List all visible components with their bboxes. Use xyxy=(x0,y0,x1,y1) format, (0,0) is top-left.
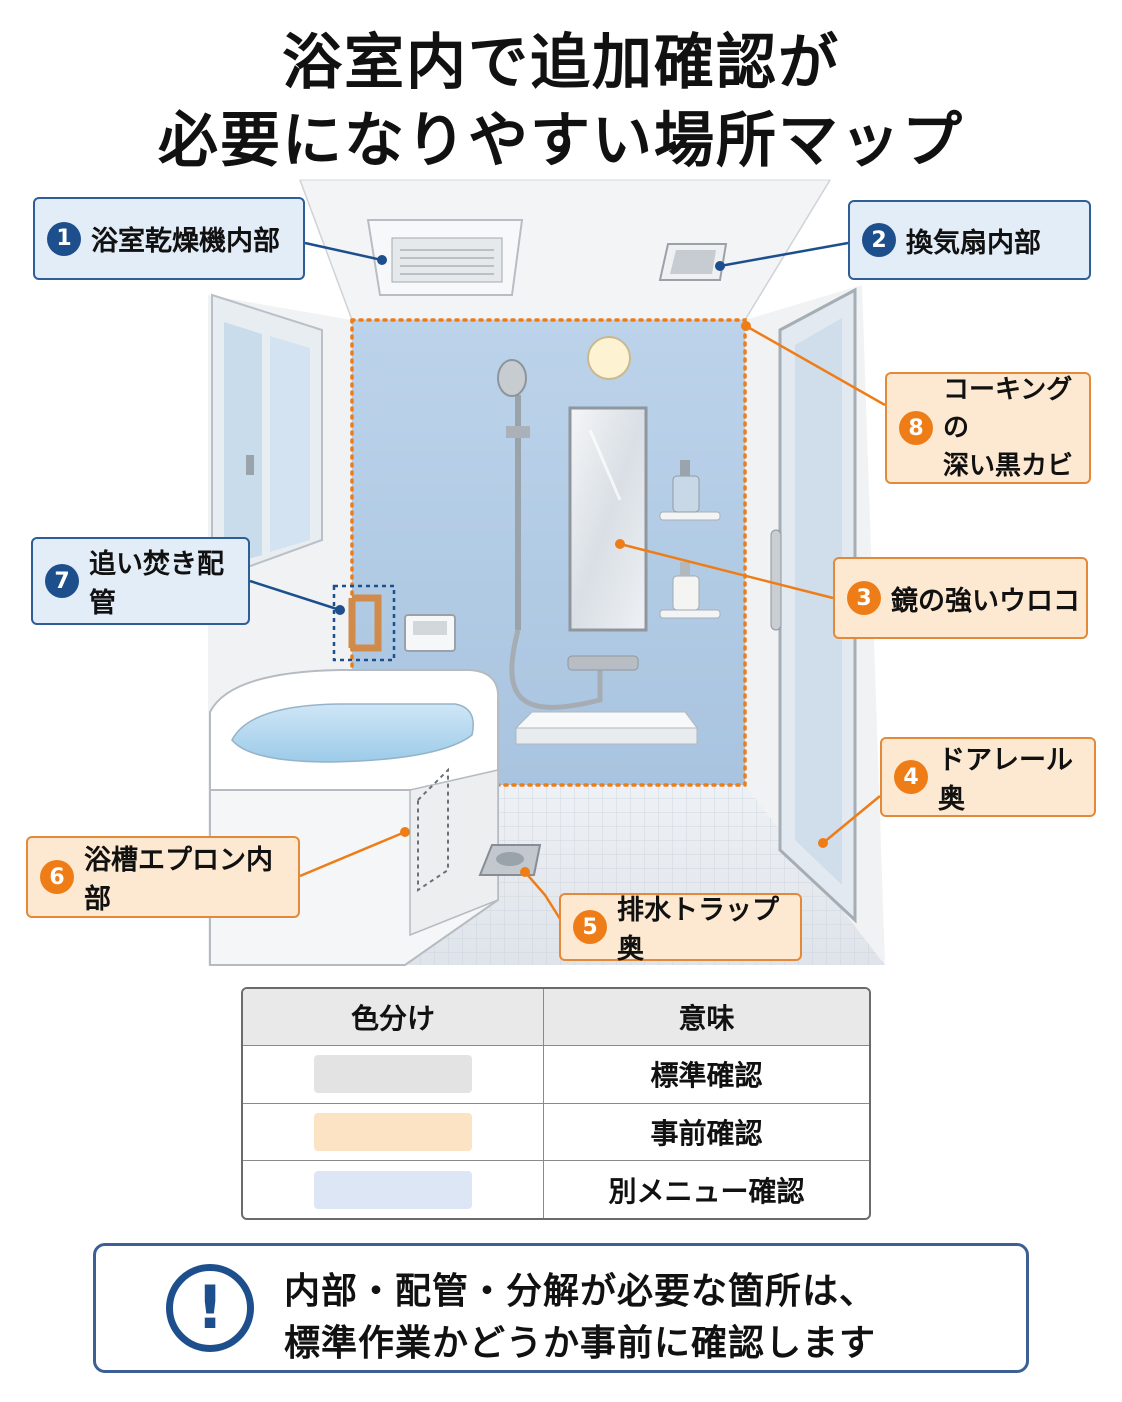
page-title-line2: 必要になりやすい場所マップ xyxy=(158,106,964,176)
swatch-standard xyxy=(314,1055,472,1094)
callout-label: 浴室乾燥機内部 xyxy=(91,226,280,257)
bathtub xyxy=(209,669,500,966)
bench xyxy=(514,711,698,745)
callout-reheat-pipe: 7 追い焚き配管 xyxy=(31,537,250,625)
legend-meaning: 別メニュー確認 xyxy=(543,1160,869,1218)
legend-header-row: 色分け 意味 xyxy=(243,989,869,1046)
legend-meaning: 事前確認 xyxy=(543,1102,869,1162)
callout-door-rail: 4 ドアレール奥 xyxy=(880,737,1096,817)
callout-label: 換気扇内部 xyxy=(906,227,1041,259)
bathroom-illustration xyxy=(208,179,886,966)
bath-dryer xyxy=(366,219,524,296)
number-badge-6: 6 xyxy=(40,860,74,894)
number-badge-1: 1 xyxy=(47,221,81,256)
shelves xyxy=(659,460,721,619)
notice-line1: 内部・配管・分解が必要な箇所は、 xyxy=(284,1271,877,1312)
number-badge-8: 8 xyxy=(899,411,933,445)
legend-meaning: 標準確認 xyxy=(543,1045,869,1104)
callout-ventilation-fan: 2 換気扇内部 xyxy=(848,200,1091,280)
notice-line2: 標準作業かどうか事前に確認します xyxy=(284,1323,877,1364)
callout-label: 排水トラップ奥 xyxy=(617,895,779,965)
legend-row: 標準確認 xyxy=(243,1045,869,1104)
water-heater-controller xyxy=(404,614,456,652)
callout-label: 鏡の強いウロコ xyxy=(891,585,1080,617)
mirror xyxy=(568,406,648,632)
leader-lines xyxy=(249,241,886,923)
callout-caulking-mold: 8 コーキングの 深い黒カビ xyxy=(885,372,1091,484)
window xyxy=(211,293,323,582)
page-title-line1: 浴室内で追加確認が xyxy=(282,28,840,98)
ceiling-lamp xyxy=(587,336,631,380)
callout-mirror-scale: 3 鏡の強いウロコ xyxy=(833,557,1088,639)
legend-row: 別メニュー確認 xyxy=(243,1160,869,1218)
number-badge-3: 3 xyxy=(847,581,881,615)
callout-label: 浴槽エプロン内部 xyxy=(84,845,273,915)
number-badge-7: 7 xyxy=(45,564,79,598)
exclamation-circle-icon: ! xyxy=(166,1264,254,1352)
ventilation-fan xyxy=(658,243,728,281)
swatch-separate-menu xyxy=(314,1170,472,1209)
caulking-outline xyxy=(350,318,747,787)
callout-drain-trap: 5 排水トラップ奥 xyxy=(559,893,802,965)
shower xyxy=(497,359,639,710)
notice-box: ! 内部・配管・分解が必要な箇所は、 標準作業かどうか事前に確認します xyxy=(93,1243,1029,1373)
callout-bath-dryer: 1 浴室乾燥機内部 xyxy=(33,197,305,280)
callout-label: ドアレール奥 xyxy=(938,745,1073,815)
legend-header-meaning: 意味 xyxy=(543,989,869,1046)
bath-door xyxy=(770,287,857,924)
number-badge-5: 5 xyxy=(573,910,607,944)
callout-label: コーキングの 深い黒カビ xyxy=(943,375,1074,481)
swatch-advance xyxy=(314,1113,472,1152)
callout-label: 追い焚き配管 xyxy=(89,549,224,619)
legend-header-color: 色分け xyxy=(243,989,544,1046)
leader-dots xyxy=(335,255,828,877)
legend-row: 事前確認 xyxy=(243,1102,869,1162)
number-badge-2: 2 xyxy=(862,223,896,257)
reheat-pipe xyxy=(332,584,396,662)
number-badge-4: 4 xyxy=(894,760,928,794)
color-legend-table: 色分け 意味 標準確認 事前確認 別メニュー確認 xyxy=(241,987,871,1220)
callout-tub-apron: 6 浴槽エプロン内部 xyxy=(26,836,300,918)
